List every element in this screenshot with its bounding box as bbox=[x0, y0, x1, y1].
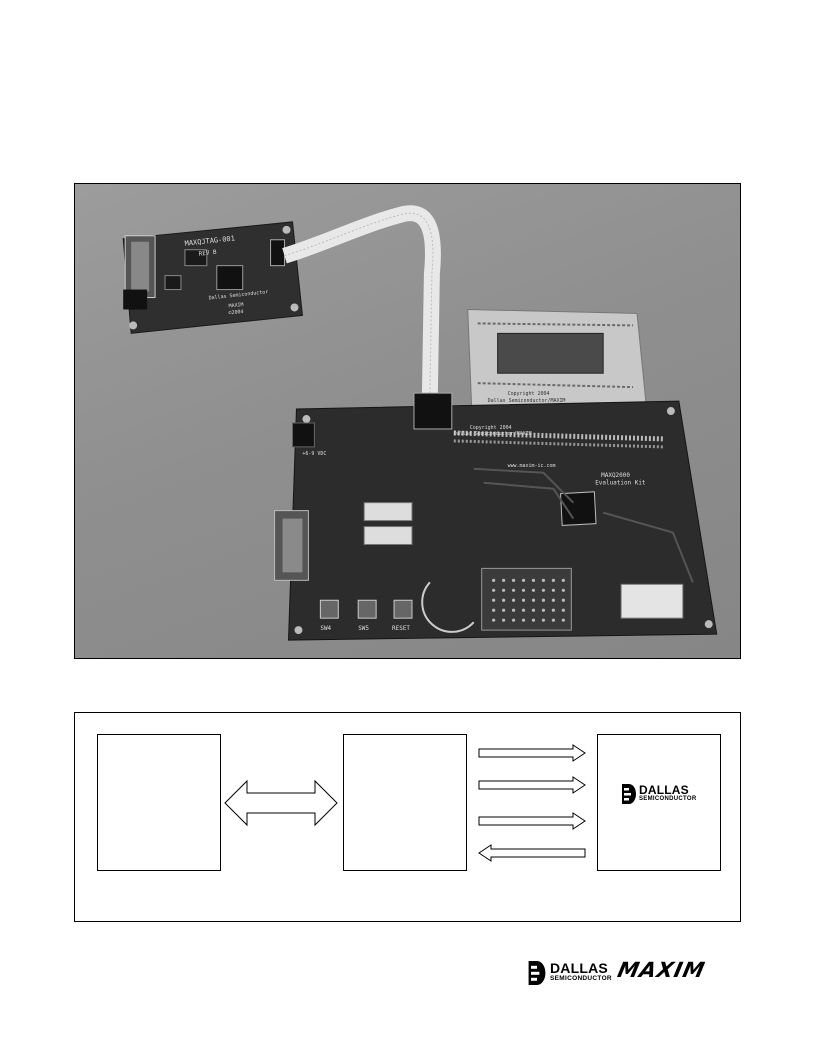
footer-dallas-word: DALLAS bbox=[550, 960, 608, 976]
eval-silk-reset: RESET bbox=[392, 625, 410, 632]
eval-silk-sw4: SW4 bbox=[320, 625, 331, 632]
eval-silk-sw5: SW5 bbox=[358, 625, 369, 632]
dallas-logo-word: DALLAS bbox=[639, 783, 689, 797]
eval-silk-power: +6-9 VDC bbox=[302, 451, 326, 457]
maxim-logo: MAXIM bbox=[615, 958, 708, 982]
lcd-silk-maker: Dallas Semiconductor/MAXIM bbox=[488, 398, 566, 404]
footer-dallas-sub: SEMICONDUCTOR bbox=[550, 975, 612, 982]
jtag-silk-brand: MAXIM bbox=[228, 302, 244, 310]
eval-silk-part: MAXQ2000 bbox=[601, 472, 630, 479]
eval-silk-maker: Dallas Semiconductor/MAXIM bbox=[454, 431, 532, 437]
jtag-silk-rev: REV B bbox=[198, 249, 217, 258]
maxq-block: DALLAS SEMICONDUCTOR bbox=[597, 734, 721, 871]
dallas-mark-icon bbox=[622, 784, 636, 804]
bidirectional-arrow-icon bbox=[224, 779, 338, 827]
jtag-silk-year: ©2004 bbox=[228, 309, 244, 317]
jtag-block bbox=[343, 734, 467, 871]
dallas-logo: DALLAS SEMICONDUCTOR bbox=[622, 783, 702, 807]
eval-silk-copyright: Copyright 2004 bbox=[470, 425, 512, 431]
jtag-board: MAXQJTAG-001 REV B Dallas Semiconductor … bbox=[122, 221, 303, 334]
eval-silk-kit: Evaluation Kit bbox=[595, 480, 645, 487]
evaluation-board: Copyright 2004 Dallas Semiconductor/MAXI… bbox=[274, 392, 718, 641]
dallas-logo-sub: SEMICONDUCTOR bbox=[639, 796, 697, 802]
pc-block bbox=[97, 734, 221, 871]
eval-silk-url: www.maxim-ic.com bbox=[508, 463, 556, 469]
left-arrow-icon bbox=[478, 844, 586, 862]
footer-logos: DALLAS SEMICONDUCTOR MAXIM bbox=[528, 958, 740, 986]
ribbon-cable bbox=[282, 205, 441, 394]
connection-diagram: DALLAS SEMICONDUCTOR bbox=[74, 712, 741, 922]
lcd-board: Copyright 2004 Dallas Semiconductor/MAXI… bbox=[467, 308, 648, 414]
right-arrow-icon bbox=[478, 744, 586, 762]
lcd-silk-copyright: Copyright 2004 bbox=[508, 391, 550, 397]
right-arrow-icon bbox=[478, 776, 586, 794]
dallas-mark-icon bbox=[528, 961, 546, 985]
right-arrow-icon bbox=[478, 812, 586, 830]
evaluation-kit-photo: MAXQJTAG-001 REV B Dallas Semiconductor … bbox=[74, 183, 741, 659]
